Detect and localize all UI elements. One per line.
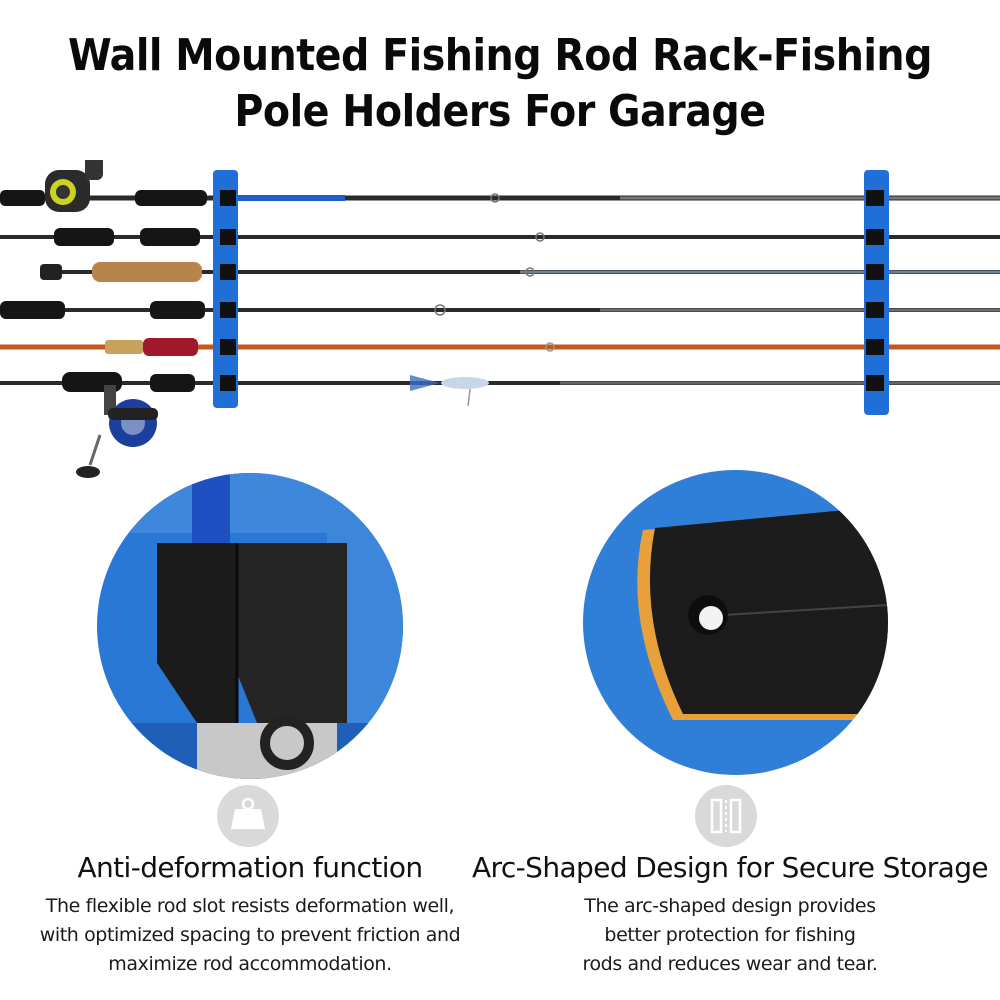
feature-description-line: maximize rod accommodation. [108, 953, 392, 975]
rods [0, 190, 1000, 407]
feature-description-line: rods and reduces wear and tear. [582, 953, 878, 975]
page-title: Wall Mounted Fishing Rod Rack-Fishing Po… [0, 28, 1000, 140]
feature-description-line: The flexible rod slot resists deformatio… [45, 895, 455, 917]
rack-bar-left [213, 170, 238, 408]
spinning-reel [76, 385, 158, 478]
weight-kg-icon [217, 785, 279, 847]
feature-description-line: with optimized spacing to prevent fricti… [39, 924, 461, 946]
feature-title-arc-shaped: Arc-Shaped Design for Secure Storage [472, 851, 989, 884]
feature-description-anti-deformation: The flexible rod slot resists deformatio… [0, 892, 500, 979]
arc-slot-detail [583, 470, 888, 775]
baitcast-reel [45, 160, 103, 212]
foam-slot-detail [97, 473, 403, 779]
rod-rack-illustration [0, 160, 1000, 478]
title-line-2: Pole Holders For Garage [234, 86, 766, 137]
arc-slot-icon [695, 785, 757, 847]
rack-bar-right [864, 170, 889, 415]
feature-description-line: better protection for fishing [604, 924, 856, 946]
title-line-1: Wall Mounted Fishing Rod Rack-Fishing [68, 30, 932, 81]
feature-description-line: The arc-shaped design provides [584, 895, 876, 917]
feature-title-anti-deformation: Anti-deformation function [77, 851, 423, 884]
feature-description-arc-shaped: The arc-shaped design provides better pr… [480, 892, 980, 979]
